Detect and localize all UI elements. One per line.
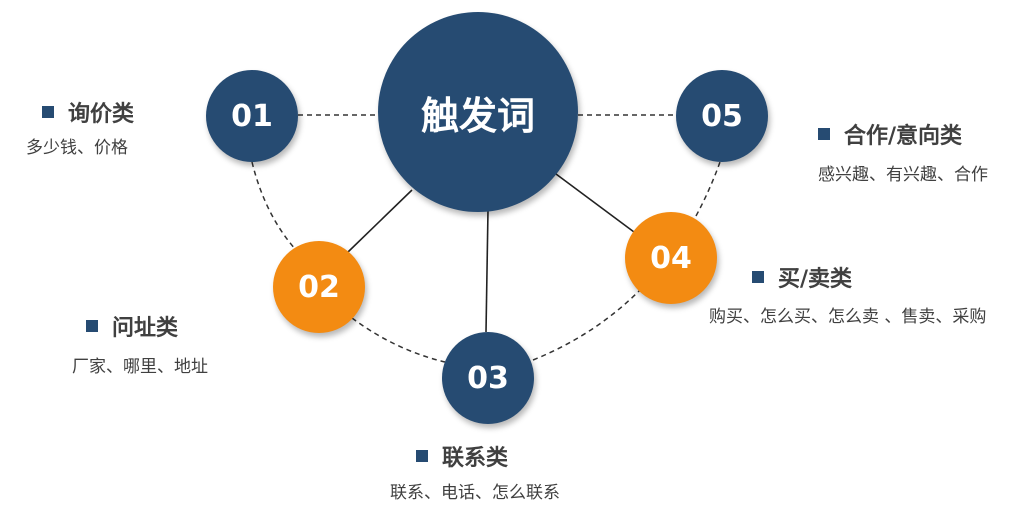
category-03: 联系类 (416, 440, 508, 472)
node-number-01: 01 (231, 98, 273, 134)
dashed-arc-02-03 (351, 317, 446, 363)
category-title-04: 买/卖类 (778, 267, 853, 292)
dashed-arc-01-02 (251, 161, 297, 251)
square-bullet-icon (752, 271, 764, 283)
dashed-arc-03-04 (532, 289, 641, 361)
spoke-center-02 (347, 189, 413, 253)
category-keywords-02: 厂家、哪里、地址 (72, 357, 208, 377)
square-bullet-icon (42, 106, 54, 118)
node-circle-02: 02 (273, 241, 365, 333)
category-keywords-04: 购买、怎么买、怎么卖 、售卖、采购 (709, 307, 987, 327)
category-title-01: 询价类 (68, 102, 135, 127)
center-circle: 触发词 (378, 12, 578, 212)
category-keywords-03: 联系、电话、怎么联系 (390, 483, 560, 503)
node-circle-04: 04 (625, 212, 717, 304)
square-bullet-icon (86, 320, 98, 332)
node-number-02: 02 (298, 269, 340, 305)
dashed-arc-04-05 (695, 161, 721, 217)
node-circle-03: 03 (442, 332, 534, 424)
category-keywords-01: 多少钱、价格 (26, 138, 128, 158)
category-title-03: 联系类 (442, 446, 509, 471)
category-02: 问址类 (86, 310, 178, 342)
node-number-03: 03 (467, 360, 509, 396)
center-label: 触发词 (420, 93, 535, 138)
square-bullet-icon (818, 128, 830, 140)
square-bullet-icon (416, 450, 428, 462)
spoke-center-03 (485, 209, 489, 333)
category-keywords-05: 感兴趣、有兴趣、合作 (818, 165, 988, 185)
category-title-02: 问址类 (112, 316, 179, 341)
node-number-05: 05 (701, 98, 743, 134)
category-01: 询价类 (42, 96, 134, 128)
category-04: 买/卖类 (752, 261, 852, 293)
node-circle-05: 05 (676, 70, 768, 162)
category-title-05: 合作/意向类 (844, 124, 963, 149)
node-number-04: 04 (650, 240, 692, 276)
category-05: 合作/意向类 (818, 118, 962, 150)
node-circle-01: 01 (206, 70, 298, 162)
spoke-center-04 (555, 173, 635, 233)
